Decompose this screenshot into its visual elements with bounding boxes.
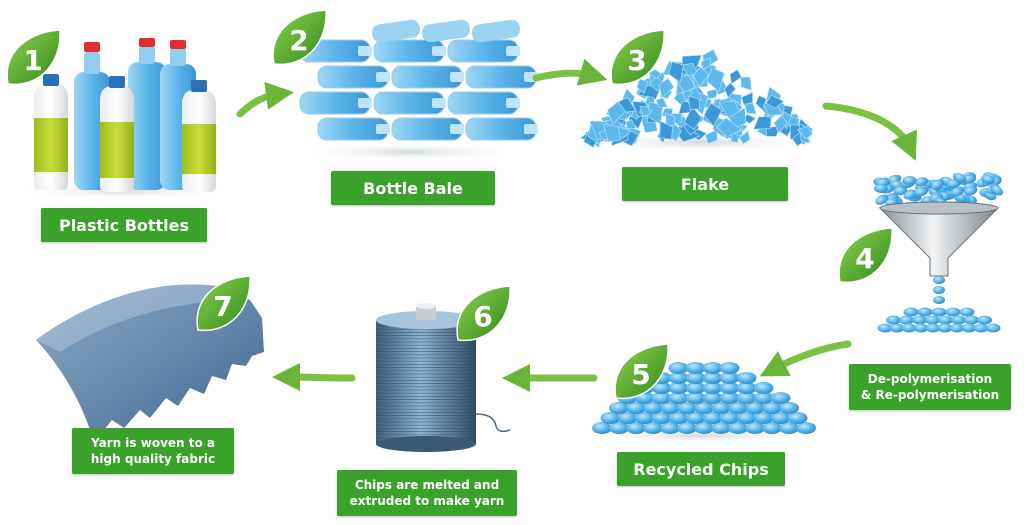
chips-icon <box>592 362 816 434</box>
step-number: 1 <box>23 44 42 77</box>
step-5-label: Recycled Chips <box>617 452 785 486</box>
flow-arrows <box>236 58 917 392</box>
step-number: 6 <box>473 300 492 333</box>
leaf-icon: 1 <box>6 29 61 86</box>
leaf-icon: 7 <box>196 275 251 332</box>
arrow-icon <box>236 81 294 118</box>
step-number: 7 <box>213 290 232 323</box>
arrow-icon <box>272 363 356 392</box>
step-6-label: Chips are melted and extruded to make ya… <box>337 470 517 516</box>
step-5-recycled-chips <box>580 362 820 444</box>
step-number: 5 <box>631 358 650 391</box>
leaf-icon: 5 <box>614 343 669 400</box>
step-4-polymerisation <box>873 172 1004 333</box>
step-number: 3 <box>627 44 646 77</box>
leaf-icon: 4 <box>838 227 893 284</box>
leaf-icon: 3 <box>610 29 665 86</box>
step-1-plastic-bottles <box>12 38 232 200</box>
bottle-icon <box>34 38 216 192</box>
step-2-bottle-bale <box>299 19 538 162</box>
leaf-icon: 6 <box>456 285 511 342</box>
arrow-icon <box>759 340 852 377</box>
arrow-icon <box>532 58 608 86</box>
funnel-icon <box>878 201 1000 277</box>
step-number: 2 <box>289 24 308 57</box>
bale-icon <box>299 19 538 141</box>
step-7-label: Yarn is woven to a high quality fabric <box>72 428 234 474</box>
flake-icon <box>580 49 814 149</box>
step-3-label: Flake <box>622 167 788 201</box>
step-3-flake <box>580 49 818 152</box>
step-number: 4 <box>855 242 874 275</box>
step-2-label: Bottle Bale <box>331 171 495 205</box>
leaf-icon: 2 <box>272 9 327 66</box>
step-1-label: Plastic Bottles <box>41 208 207 242</box>
arrow-icon <box>822 102 917 161</box>
step-4-label: De-polymerisation & Re-polymerisation <box>849 364 1011 410</box>
